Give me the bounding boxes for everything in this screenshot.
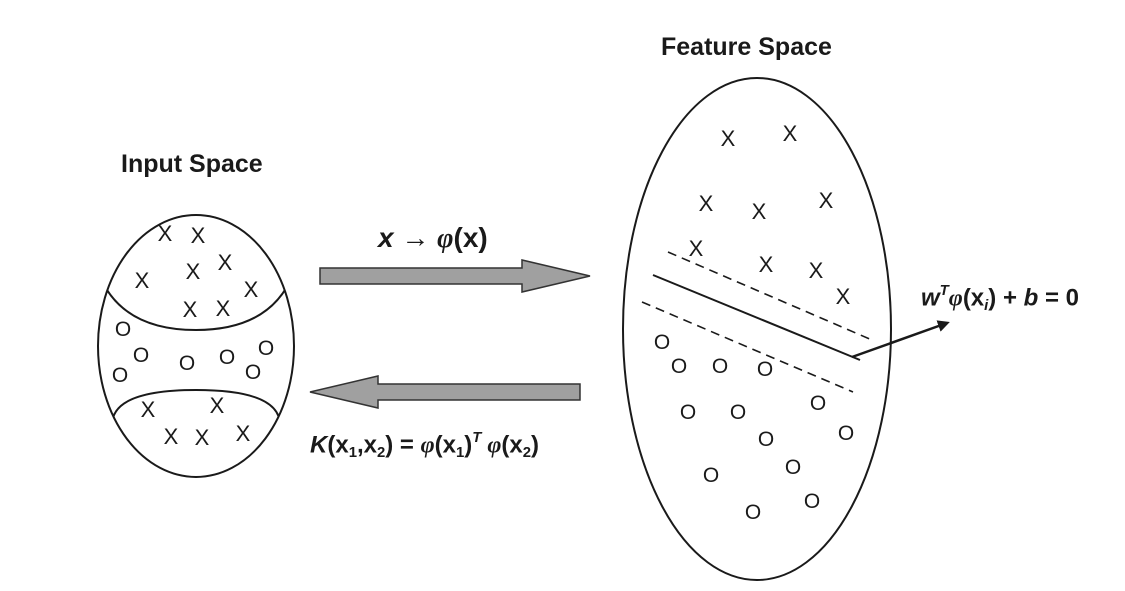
mapping-argument: (x) [453, 222, 488, 253]
forward-mapping-arrow [319, 259, 591, 293]
o-marker: O [115, 318, 131, 341]
x-marker: X [183, 297, 198, 322]
o-marker: O [671, 355, 687, 378]
x-marker: X [216, 296, 231, 321]
hyperplane-equals-zero: = 0 [1038, 284, 1080, 312]
kernel-phi-1: φ [420, 432, 435, 459]
x-marker: X [783, 121, 798, 146]
mapping-variable: x [378, 222, 394, 253]
hyperplane-b: b [1023, 284, 1039, 312]
x-marker: X [141, 397, 156, 422]
kernel-close-1: ) [464, 431, 473, 459]
kernel-x2-open: (x [501, 431, 523, 459]
margin-line-lower [641, 301, 854, 393]
o-marker: O [810, 392, 826, 415]
o-marker: O [680, 401, 696, 424]
input-space-lower-boundary [111, 388, 281, 426]
x-marker: X [809, 258, 824, 283]
x-marker: X [752, 199, 767, 224]
kernel-equals: ) = [385, 431, 421, 459]
kernel-comma: ,x [356, 431, 377, 459]
hyperplane-transpose: T [939, 283, 949, 299]
hyperplane-plus: ) + [988, 284, 1024, 312]
x-marker: X [218, 250, 233, 275]
mapping-arrow-symbol: → [401, 222, 430, 253]
o-marker: O [219, 346, 235, 369]
o-marker: O [703, 464, 719, 487]
x-marker: X [210, 393, 225, 418]
x-marker: X [819, 188, 834, 213]
margin-line-upper [667, 251, 873, 341]
o-marker: O [745, 501, 761, 524]
x-marker: X [689, 236, 704, 261]
input-space-title: Input Space [121, 150, 263, 178]
feature-space-title: Feature Space [661, 33, 832, 61]
kernel-args-open: (x [327, 431, 349, 459]
o-marker: O [712, 355, 728, 378]
x-marker: X [135, 268, 150, 293]
hyperplane-x-open: (x [962, 284, 985, 312]
o-marker: O [838, 422, 854, 445]
separating-hyperplane [652, 274, 861, 361]
x-marker: X [164, 424, 179, 449]
hyperplane-equation: wTφ(xi) + b = 0 [921, 283, 1079, 314]
x-marker: X [191, 223, 206, 248]
x-marker: X [699, 191, 714, 216]
kernel-x1-open: (x [434, 431, 456, 459]
x-marker: X [244, 277, 259, 302]
kernel-sub-3: 1 [456, 444, 465, 461]
kernel-transpose: T [472, 430, 482, 446]
o-marker: O [179, 352, 195, 375]
hyperplane-phi: φ [948, 285, 963, 312]
hyperplane-w: w [921, 284, 940, 312]
o-marker: O [112, 364, 128, 387]
mapping-phi: φ [437, 223, 454, 254]
kernel-label: K(x1,x2) = φ(x1)T φ(x2) [310, 430, 539, 461]
o-marker: O [758, 428, 774, 451]
o-marker: O [804, 490, 820, 513]
o-marker: O [133, 344, 149, 367]
kernel-arrow [309, 375, 581, 409]
o-marker: O [258, 337, 274, 360]
x-marker: X [759, 252, 774, 277]
feature-space-ellipse [622, 77, 892, 581]
o-marker: O [730, 401, 746, 424]
input-space-ellipse [97, 214, 295, 478]
kernel-sub-2: 2 [376, 444, 386, 461]
o-marker: O [785, 456, 801, 479]
x-marker: X [236, 421, 251, 446]
x-marker: X [158, 221, 173, 246]
kernel-K: K [310, 431, 328, 459]
x-marker: X [195, 425, 210, 450]
input-space-upper-boundary [98, 271, 294, 332]
x-marker: X [836, 284, 851, 309]
mapping-label: x → φ(x) [378, 222, 488, 255]
o-marker: O [654, 331, 670, 354]
kernel-close-2: ) [531, 431, 540, 459]
kernel-sub-1: 1 [348, 444, 357, 461]
hyperplane-sub-i: i [984, 297, 989, 314]
o-marker: O [245, 361, 261, 384]
hyperplane-pointer-arrow [851, 320, 950, 359]
x-marker: X [721, 126, 736, 151]
o-marker: O [757, 358, 773, 381]
kernel-sub-4: 2 [522, 444, 532, 461]
x-marker: X [186, 259, 201, 284]
kernel-phi-2: φ [481, 432, 502, 459]
